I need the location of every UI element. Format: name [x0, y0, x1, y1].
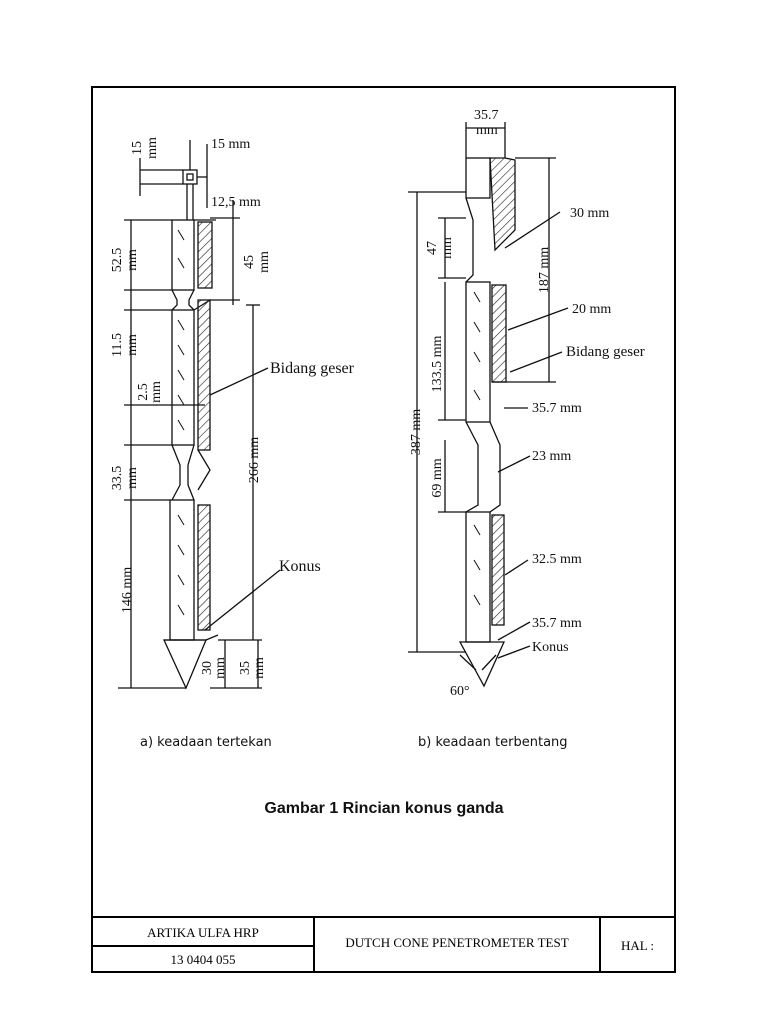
figure-b-label-konus: Konus [532, 640, 569, 655]
figure-b-labels: 35.7 mm 30 mm 47 mm 187 mm 20 mm Bidang … [409, 108, 645, 699]
figure-a-label-30: 30 [200, 661, 215, 675]
figure-a-label-45: 45 [242, 255, 257, 269]
figure-b-label-133-5: 133.5 mm [430, 336, 445, 393]
figure-a-label-35-unit: mm [252, 657, 267, 679]
figure-a-label-52-5: 52.5 [110, 248, 125, 273]
figure-a-label-11-5: 11.5 [110, 333, 125, 357]
figure-a-caption: a) keadaan tertekan [140, 735, 272, 750]
figure-a-friction-sleeve [171, 309, 195, 446]
figure-a-labels: 15 mm 15 mm 12,5 mm 52.5 mm 45 mm 11.5 m… [110, 137, 355, 679]
figure-b-sleeve [465, 281, 491, 423]
figure-a-label-146: 146 mm [120, 567, 135, 613]
figure-a-label-2-5-unit: mm [149, 381, 164, 403]
figure-b-label-23: 23 mm [532, 449, 571, 464]
title-block-subject: DUTCH CONE PENETROMETER TEST [345, 935, 569, 950]
figure-b-drawing [408, 122, 569, 688]
drawing-frame [91, 86, 676, 973]
figure-a-label-52-5-unit: mm [125, 249, 140, 271]
figure-a-label-15-unit: mm [145, 137, 160, 159]
figure-title: Gambar 1 Rincian konus ganda [264, 800, 504, 817]
figure-a-label-11-5-unit: mm [125, 334, 140, 356]
figure-b-label-35-7-top-unit: mm [476, 123, 498, 138]
figure-b-label-47: 47 [425, 241, 440, 255]
figure-b-top-section [465, 157, 491, 199]
figure-a-label-2-5: 2.5 [136, 383, 151, 401]
figure-b-label-47-unit: mm [440, 237, 455, 259]
figure-b-label-35-7-top: 35.7 [474, 108, 499, 123]
figure-b-label-30: 30 mm [570, 206, 609, 221]
figure-a-label-konus: Konus [279, 558, 321, 575]
title-block-author: ARTIKA ULFA HRP [147, 925, 259, 940]
figure-b-cone [458, 641, 506, 688]
title-block-page-label: HAL : [620, 938, 655, 953]
figure-a-upper-sleeve [171, 219, 195, 291]
figure-b-label-387: 387 mm [409, 409, 424, 455]
figure-a-label-15mm: 15 mm [211, 137, 250, 152]
figure-a-label-33-5: 33.5 [110, 466, 125, 491]
figure-a-top-square [182, 169, 198, 185]
figure-b-caption: b) keadaan terbentang [418, 735, 568, 750]
figure-a-label-30-unit: mm [213, 657, 228, 679]
figure-b-label-187: 187 mm [537, 247, 552, 293]
figure-b-label-bidang: Bidang geser [566, 344, 645, 360]
figure-b-label-69: 69 mm [430, 458, 445, 497]
figure-b-label-32-5: 32.5 mm [532, 552, 582, 567]
figure-a-drawing [118, 140, 281, 690]
figure-a-label-bidang: Bidang geser [270, 360, 355, 377]
figure-a-label-266: 266 mm [247, 437, 262, 483]
figure-b-label-35-7-low: 35.7 mm [532, 616, 582, 631]
figure-b-label-20: 20 mm [572, 302, 611, 317]
figure-a-label-12-5mm: 12,5 mm [211, 195, 261, 210]
figure-b-label-35-7-mid: 35.7 mm [532, 401, 582, 416]
figure-a-label-35: 35 [238, 661, 253, 675]
figure-b-label-angle: 60° [450, 684, 470, 699]
title-block-id: 13 0404 055 [170, 952, 236, 967]
figure-a-label-45-unit: mm [257, 251, 272, 273]
figure-a-label-15: 15 [130, 141, 145, 155]
figure-a-label-33-5-unit: mm [125, 467, 140, 489]
